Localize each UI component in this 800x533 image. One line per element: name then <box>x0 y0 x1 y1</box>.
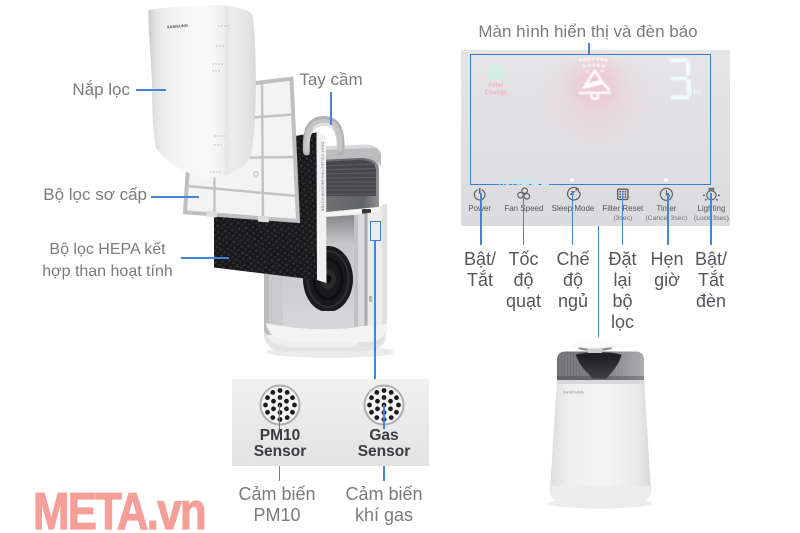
svg-text:DUST COLLECTING/DEODOR FILTER: DUST COLLECTING/DEODOR FILTER <box>321 142 325 212</box>
svg-text:SAMSUNG: SAMSUNG <box>167 23 189 30</box>
svg-text:SAMSUNG: SAMSUNG <box>563 391 584 395</box>
svg-text:hr: hr <box>694 88 702 97</box>
